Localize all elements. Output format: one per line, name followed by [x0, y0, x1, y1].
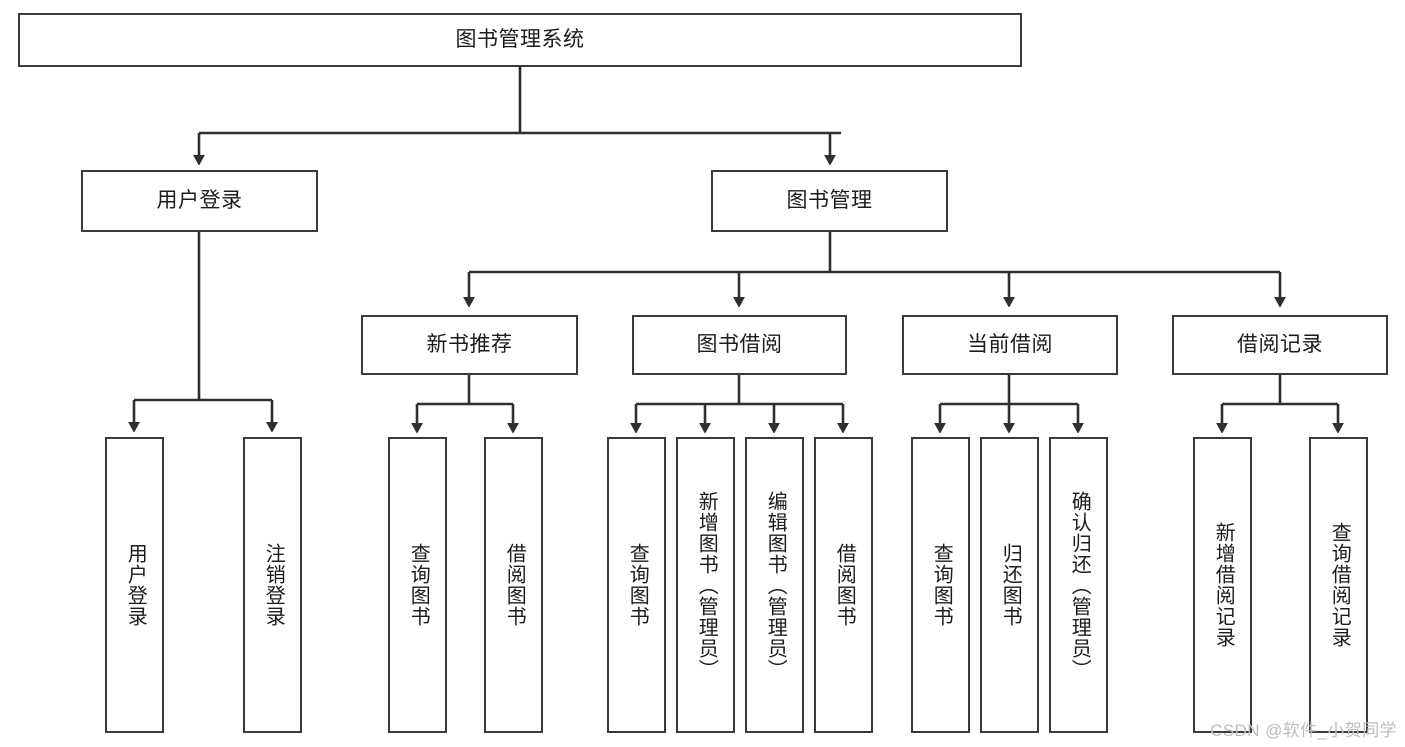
node-user-login-label: 用户登录 [156, 189, 243, 213]
node-new-book-recommend[interactable]: 新书推荐 [361, 315, 578, 375]
node-current-borrow-label: 当前借阅 [967, 333, 1053, 357]
node-new-book-recommend-label: 新书推荐 [426, 333, 513, 357]
node-root-system[interactable]: 图书管理系统 [18, 13, 1022, 67]
node-root-system-label: 图书管理系统 [455, 28, 585, 52]
leaf-return-book[interactable]: 归还图书 [980, 437, 1039, 733]
leaf-borrow-book[interactable]: 借阅图书 [814, 437, 873, 733]
leaf-query-book-current-label: 查询图书 [930, 543, 953, 627]
leaf-borrow-book-newbook-label: 借阅图书 [503, 543, 526, 627]
leaf-query-book-borrow-label: 查询图书 [626, 543, 649, 627]
leaf-return-book-label: 归还图书 [999, 543, 1022, 627]
node-user-login[interactable]: 用户登录 [81, 170, 318, 232]
leaf-borrow-book-newbook[interactable]: 借阅图书 [484, 437, 543, 733]
leaf-user-login-label: 用户登录 [124, 543, 147, 627]
leaf-query-borrow-record-label: 查询借阅记录 [1328, 522, 1351, 648]
leaf-query-book-borrow[interactable]: 查询图书 [607, 437, 666, 733]
leaf-query-book-newbook-label: 查询图书 [407, 543, 430, 627]
leaf-confirm-return-admin[interactable]: 确认归还（管理员） [1049, 437, 1108, 733]
leaf-edit-book-admin-label: 编辑图书（管理员） [764, 490, 787, 680]
leaf-edit-book-admin[interactable]: 编辑图书（管理员） [745, 437, 804, 733]
leaf-logout-label: 注销登录 [262, 543, 285, 627]
leaf-confirm-return-admin-label: 确认归还（管理员） [1068, 490, 1091, 680]
leaf-add-book-admin-label: 新增图书（管理员） [695, 490, 718, 680]
leaf-query-book-newbook[interactable]: 查询图书 [388, 437, 447, 733]
node-current-borrow[interactable]: 当前借阅 [902, 315, 1118, 375]
leaf-add-borrow-record-label: 新增借阅记录 [1212, 522, 1235, 648]
node-book-management[interactable]: 图书管理 [711, 170, 948, 232]
leaf-user-login[interactable]: 用户登录 [105, 437, 164, 733]
node-book-borrow[interactable]: 图书借阅 [632, 315, 847, 375]
leaf-borrow-book-label: 借阅图书 [833, 543, 856, 627]
node-borrow-record[interactable]: 借阅记录 [1172, 315, 1388, 375]
node-book-borrow-label: 图书借阅 [696, 333, 783, 357]
node-book-management-label: 图书管理 [786, 189, 873, 213]
node-borrow-record-label: 借阅记录 [1237, 333, 1323, 357]
leaf-add-book-admin[interactable]: 新增图书（管理员） [676, 437, 735, 733]
leaf-query-borrow-record[interactable]: 查询借阅记录 [1309, 437, 1368, 733]
leaf-add-borrow-record[interactable]: 新增借阅记录 [1193, 437, 1252, 733]
leaf-query-book-current[interactable]: 查询图书 [911, 437, 970, 733]
leaf-logout[interactable]: 注销登录 [243, 437, 302, 733]
